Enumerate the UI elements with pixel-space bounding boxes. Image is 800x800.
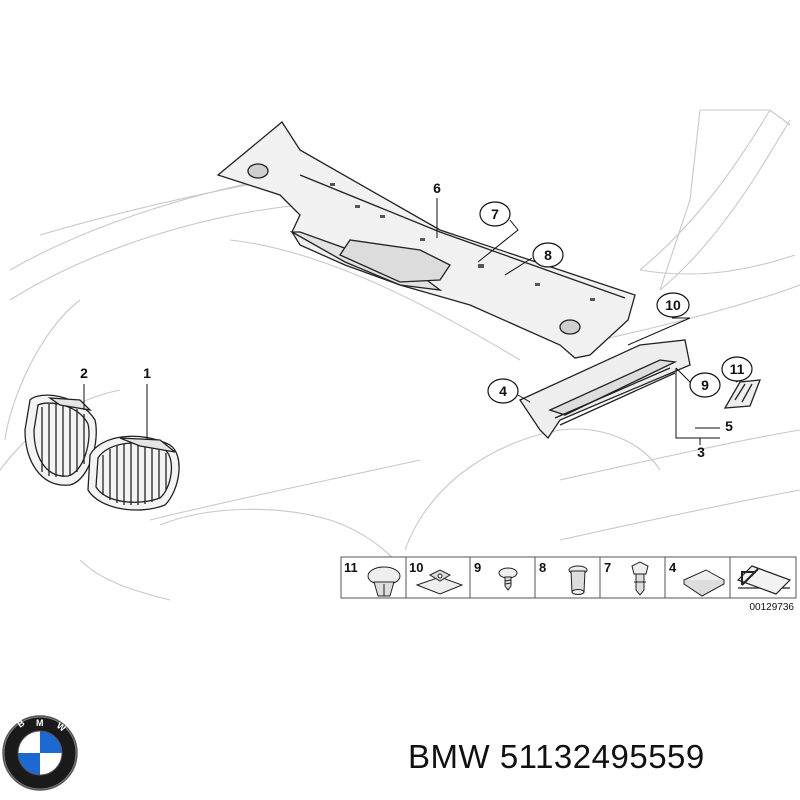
callout-number: 5 [725, 418, 733, 434]
callout-7: 7 [479, 201, 511, 227]
callout-5: 5 [725, 418, 733, 434]
legend-item-10: 10 [409, 560, 464, 595]
legend-item-11: 11 [344, 560, 401, 597]
sheet-clip-nut-icon [415, 569, 464, 595]
diagram-code: 00129736 [750, 602, 795, 613]
kidney-grille-right [87, 435, 180, 511]
push-clip-icon [631, 561, 649, 596]
air-intake-strip [519, 339, 691, 440]
legend-item-arrow [736, 565, 792, 595]
callout-number: 9 [701, 377, 709, 393]
foam-pad-icon [682, 569, 726, 597]
callout-6: 6 [433, 180, 441, 196]
fastener-legend: 11 10 9 8 [340, 556, 797, 613]
callout-number: 7 [491, 206, 499, 222]
legend-number: 11 [344, 560, 358, 575]
callout-9: 9 [689, 372, 721, 398]
legend-number: 7 [604, 560, 611, 575]
brand-part-number: BMW 51132495559 [408, 738, 705, 775]
callout-4: 4 [487, 378, 519, 404]
callout-1: 1 [143, 365, 151, 381]
plug-grommet-icon [568, 565, 588, 595]
legend-item-4: 4 [669, 560, 726, 597]
callout-number: 3 [697, 444, 705, 460]
svg-text:M: M [36, 718, 44, 728]
legend-item-7: 7 [604, 560, 649, 596]
callout-10: 10 [656, 292, 690, 318]
trim-piece [723, 379, 761, 409]
car-body-outline [0, 109, 800, 601]
cowl-panel [216, 121, 636, 359]
legend-number: 10 [409, 560, 423, 575]
legend-number: 4 [669, 560, 677, 575]
legend-number: 8 [539, 560, 546, 575]
screw-icon [498, 567, 518, 591]
callout-number: 4 [499, 383, 507, 399]
callout-number: 6 [433, 180, 441, 196]
kidney-grille-left [24, 394, 97, 486]
legend-number: 9 [474, 560, 481, 575]
legend-item-9: 9 [474, 560, 518, 591]
callout-number: 2 [80, 365, 88, 381]
expanding-rivet-icon [367, 566, 401, 597]
callout-11: 11 [721, 356, 753, 382]
callout-3: 3 [697, 444, 705, 460]
callout-8: 8 [532, 242, 564, 268]
callout-2: 2 [80, 365, 88, 381]
svg-text:B: B [15, 717, 26, 729]
callout-number: 11 [730, 361, 745, 377]
callout-number: 8 [544, 247, 552, 263]
bmw-logo: B M W [2, 715, 78, 791]
callout-number: 10 [665, 297, 681, 313]
callout-number: 1 [143, 365, 151, 381]
leader-lines [83, 198, 741, 445]
legend-item-8: 8 [539, 560, 588, 595]
arrow-direction-icon [736, 565, 792, 595]
